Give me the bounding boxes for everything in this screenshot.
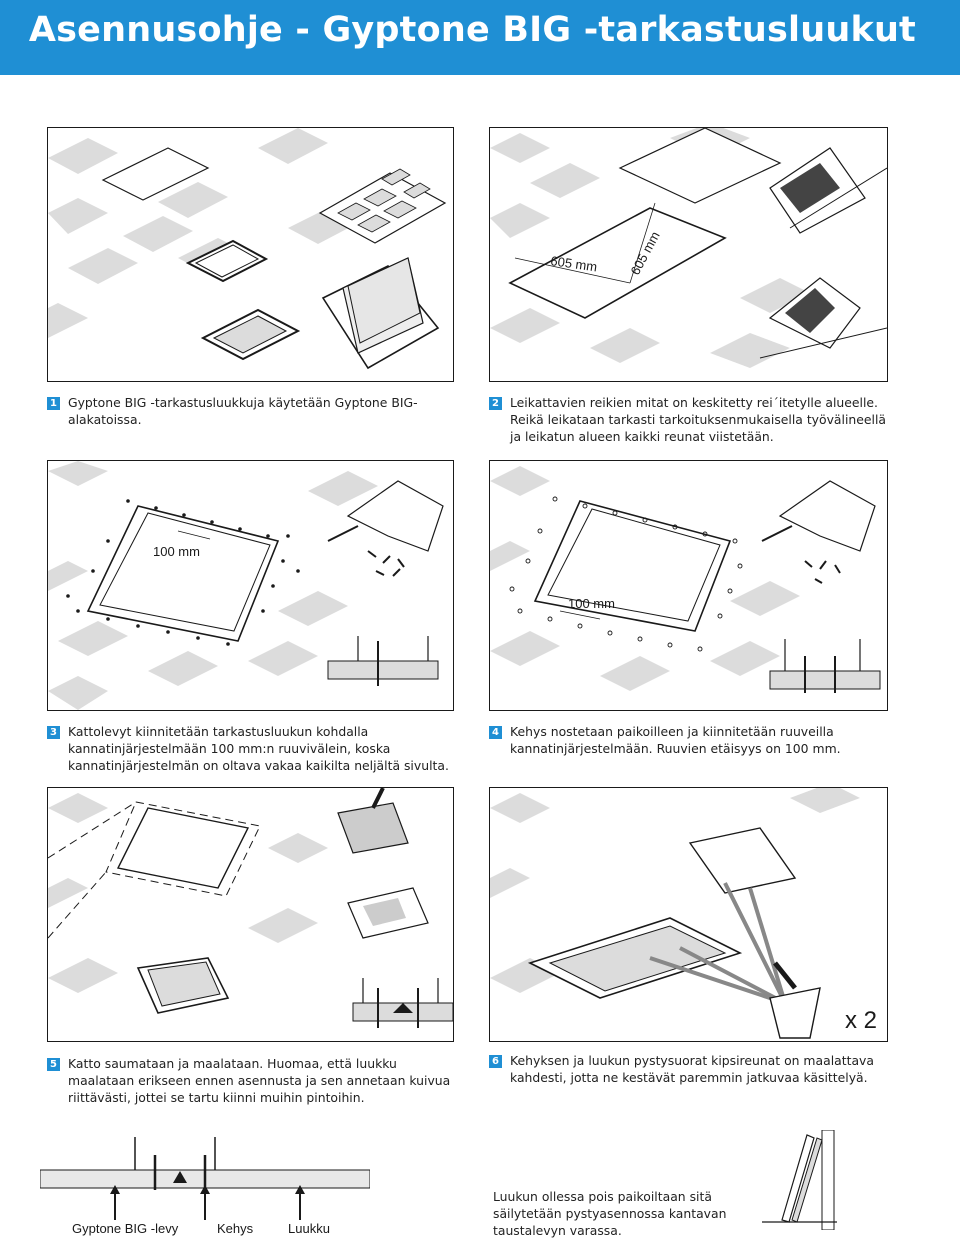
step-caption-1: Gyptone BIG -tarkastusluukkuja käytetään…	[68, 395, 418, 427]
step-caption-2: Leikattavien reikien mitat on keskitetty…	[510, 395, 886, 444]
label-gyptone-board: Gyptone BIG -levy	[72, 1221, 179, 1236]
spacing-label-4: 100 mm	[568, 596, 615, 611]
multiplier-label: x 2	[845, 1007, 877, 1034]
title-bar: Asennusohje - Gyptone BIG -tarkastusluuk…	[0, 0, 960, 75]
page-title: Asennusohje - Gyptone BIG -tarkastusluuk…	[28, 10, 916, 50]
screw-fixing-illustration: 100 mm	[48, 461, 444, 710]
step-caption-6: Kehyksen ja luukun pystysuorat kipsireun…	[510, 1053, 874, 1085]
ceiling-tiles-illustration	[48, 128, 447, 370]
dimension-width-label: 605 mm	[550, 253, 599, 274]
illustration-step-4: 100 mm	[489, 460, 888, 711]
frame-fixing-illustration: 100 mm	[490, 466, 881, 693]
illustration-step-2: 605 mm 605 mm	[489, 127, 888, 382]
illustration-step-5	[47, 787, 454, 1042]
edge-painting-illustration: x 2	[490, 788, 877, 1039]
storage-note: Luukun ollessa pois paikoiltaan sitä säi…	[493, 1189, 727, 1238]
vertical-storage-illustration	[762, 1130, 837, 1230]
step-number-6: 6	[489, 1055, 502, 1068]
step-number-1: 1	[47, 397, 60, 410]
cross-section-diagram	[40, 1137, 370, 1220]
step-number-2: 2	[489, 397, 502, 410]
spacing-label-3: 100 mm	[153, 544, 200, 559]
step-number-3: 3	[47, 726, 60, 739]
illustration-step-1	[47, 127, 454, 382]
step-caption-4: Kehys nostetaan paikoilleen ja kiinnitet…	[510, 724, 841, 756]
step-number-4: 4	[489, 726, 502, 739]
label-hatch: Luukku	[288, 1221, 330, 1236]
label-frame: Kehys	[217, 1221, 254, 1236]
illustration-step-6: x 2	[489, 787, 888, 1042]
step-caption-3: Kattolevyt kiinnitetään tarkastusluukun …	[68, 724, 449, 773]
step-number-5: 5	[47, 1058, 60, 1071]
illustration-step-3: 100 mm	[47, 460, 454, 711]
cutting-illustration: 605 mm 605 mm	[490, 128, 887, 368]
painting-illustration	[48, 788, 453, 1028]
step-caption-5: Katto saumataan ja maalataan. Huomaa, et…	[68, 1056, 451, 1105]
